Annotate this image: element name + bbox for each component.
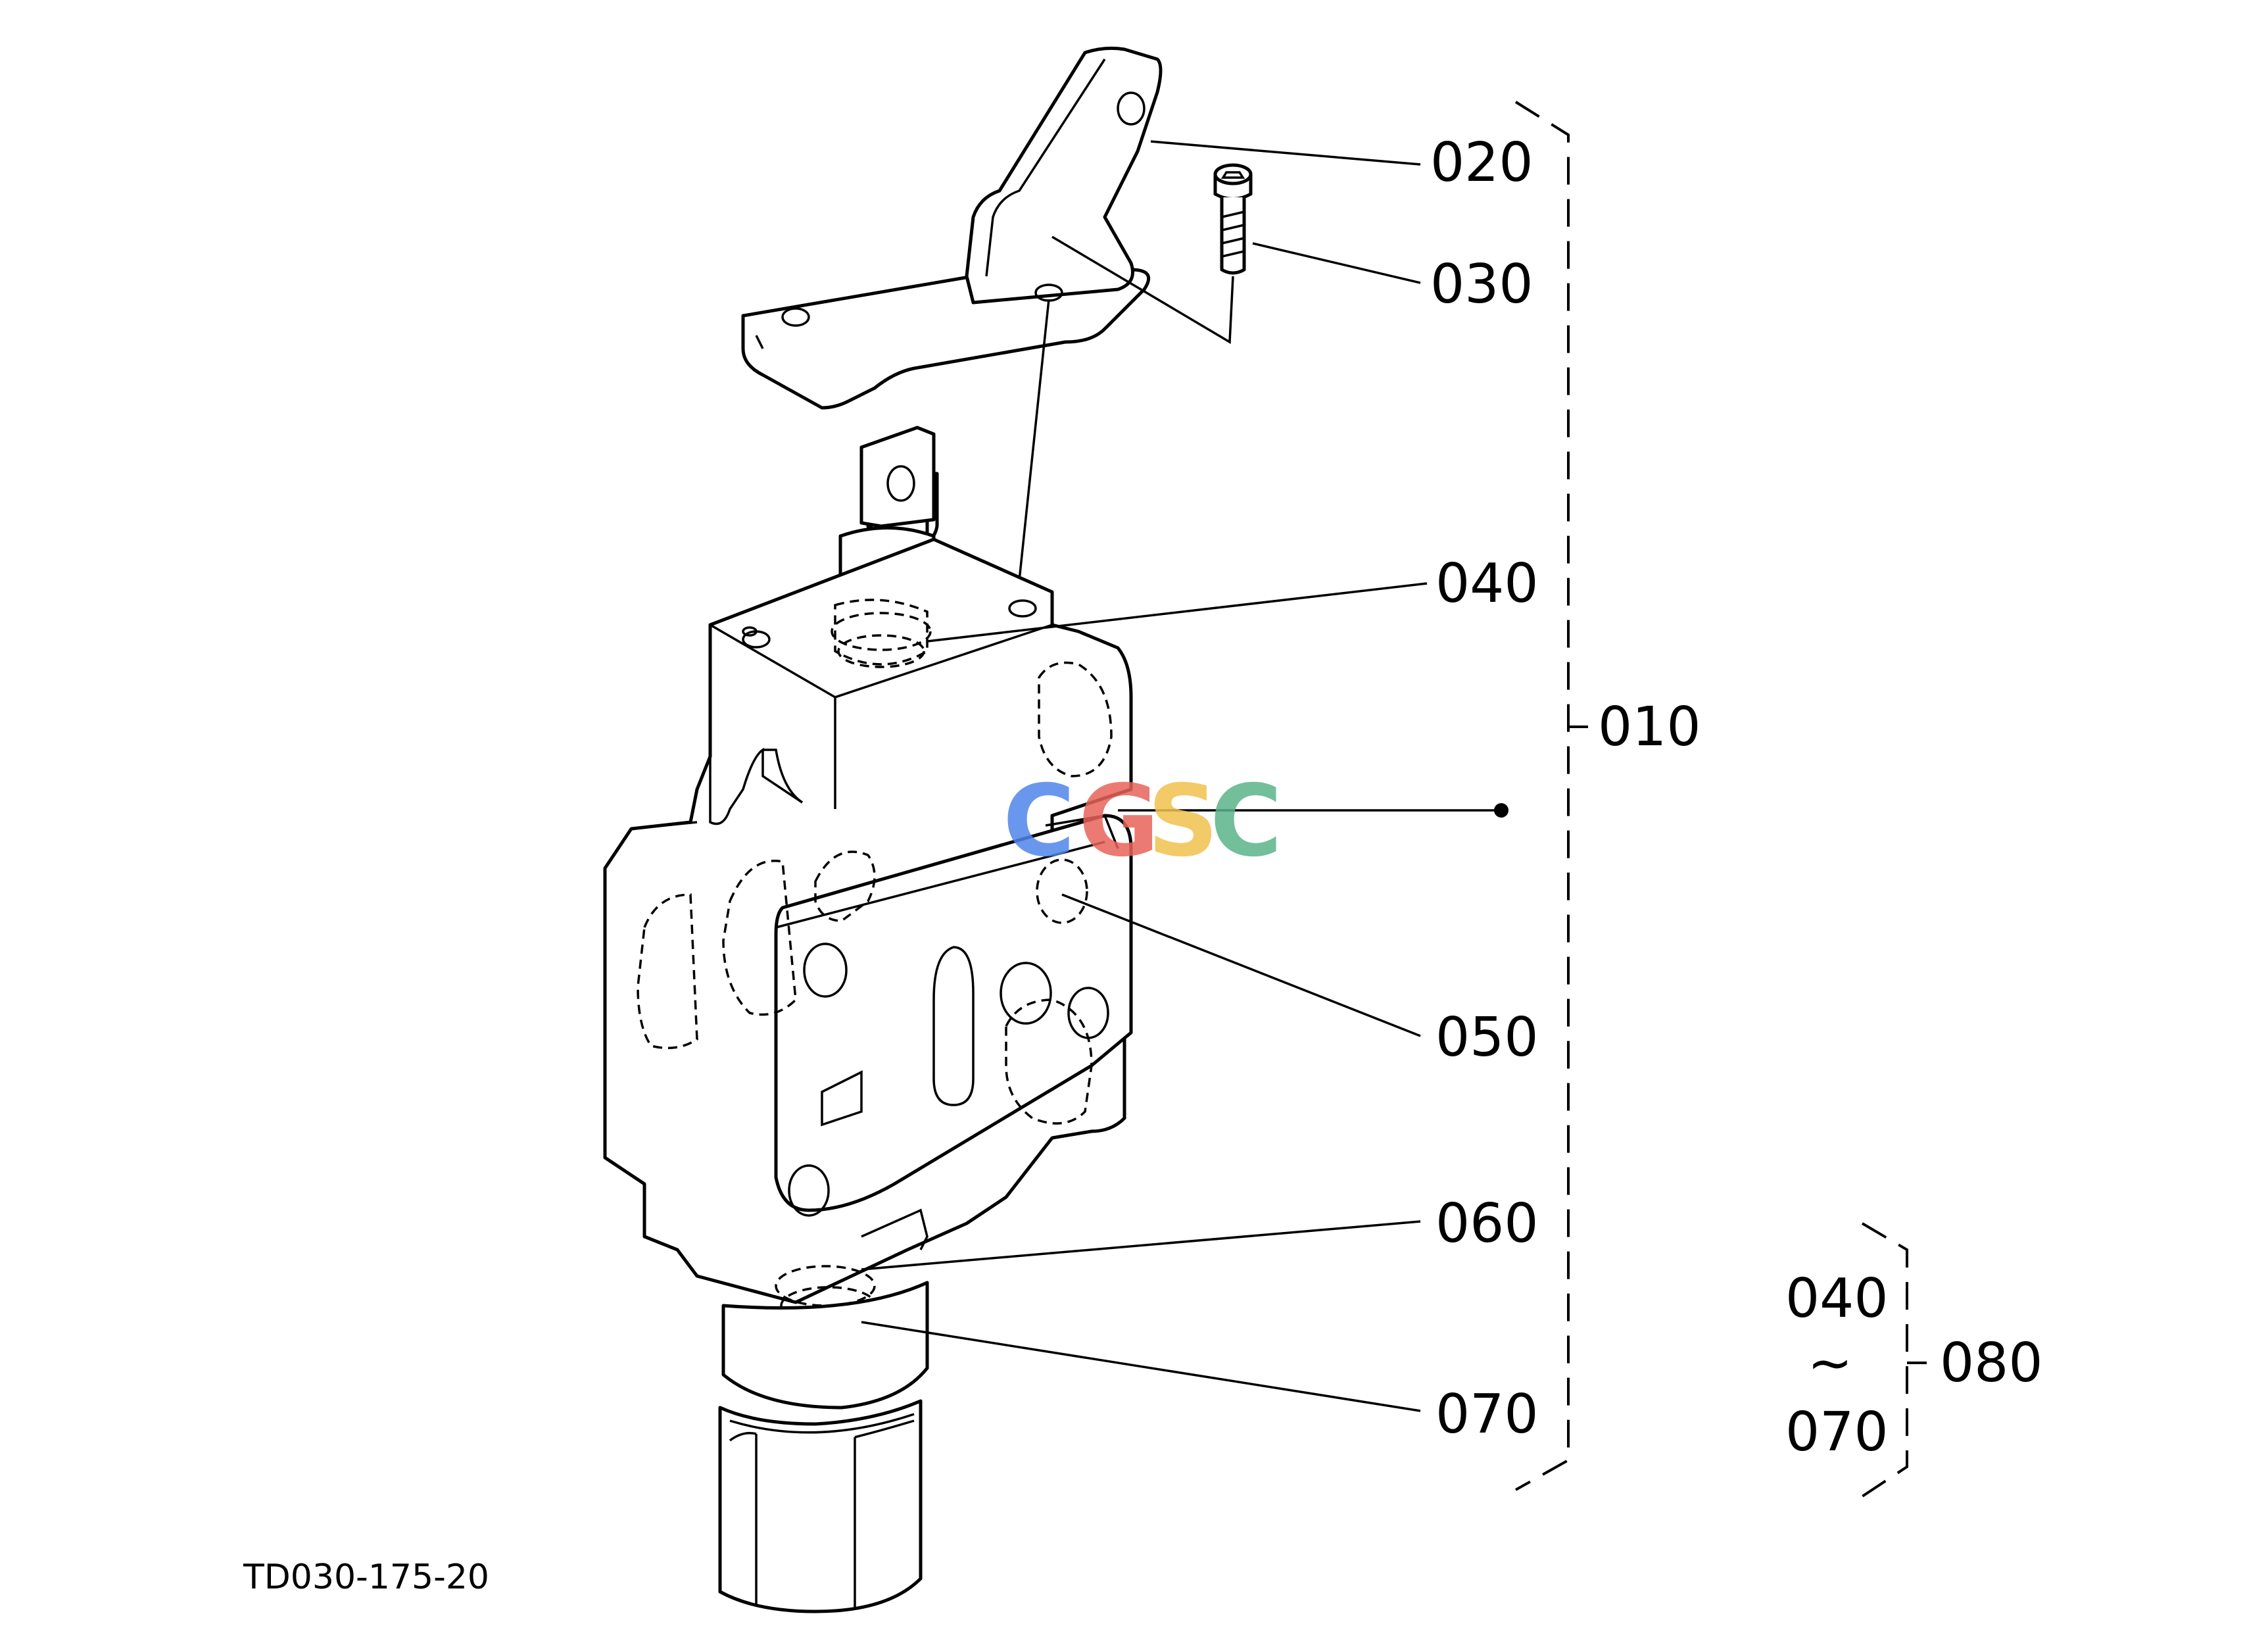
assembly-bracket-010	[1514, 101, 1570, 1491]
callout-020: 020	[1430, 132, 1533, 194]
cap-screw-part	[1213, 163, 1253, 275]
assembly-line	[1051, 235, 1234, 344]
kit-range-start: 040	[1785, 1267, 1889, 1330]
watermark-letter: G	[1078, 764, 1159, 879]
callout-060: 060	[1436, 1192, 1539, 1255]
kit-range-separator: ~	[1808, 1332, 1853, 1394]
valve-body-part	[603, 426, 1133, 1613]
watermark-logo: C G S C	[1003, 764, 1282, 879]
callout-080: 080	[1940, 1332, 2043, 1394]
drawing-reference: TD030-175-20	[243, 1558, 489, 1597]
callout-070: 070	[1436, 1383, 1539, 1446]
watermark-letter: S	[1147, 764, 1218, 879]
kit-range-end: 070	[1785, 1401, 1889, 1463]
leader-lines	[861, 140, 1499, 1412]
lever-bracket-part	[741, 46, 1163, 410]
watermark-letter: C	[1210, 764, 1282, 879]
watermark-letter: C	[1003, 764, 1075, 879]
callout-050: 050	[1436, 1006, 1539, 1069]
assembly-line	[1015, 299, 1050, 612]
kit-bracket-080	[1861, 1222, 1908, 1498]
callout-040: 040	[1436, 553, 1539, 615]
callout-030: 030	[1430, 253, 1533, 316]
callout-010: 010	[1598, 696, 1701, 758]
leader-dot-icon	[1494, 803, 1508, 818]
